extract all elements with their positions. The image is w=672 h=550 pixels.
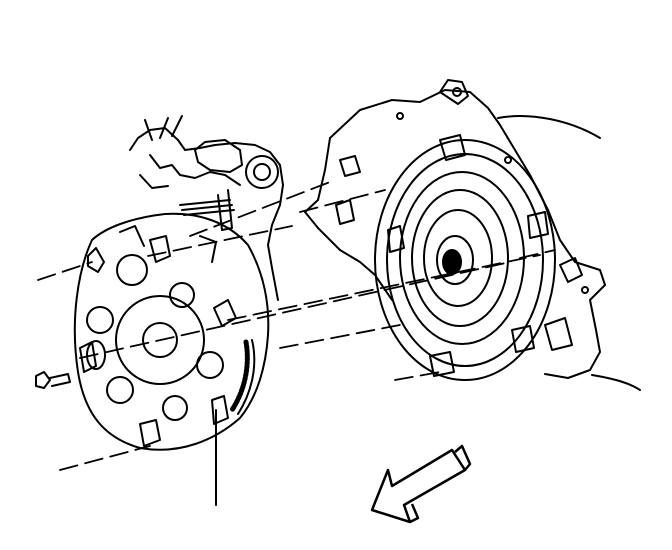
engine-block-rear [129, 115, 284, 301]
torque-converter [374, 134, 556, 381]
alignment-lines [37, 181, 556, 471]
transmission-housing [304, 79, 641, 391]
front-direction-arrow-icon [370, 444, 472, 524]
flexplate [73, 212, 270, 451]
bolt [35, 371, 71, 389]
